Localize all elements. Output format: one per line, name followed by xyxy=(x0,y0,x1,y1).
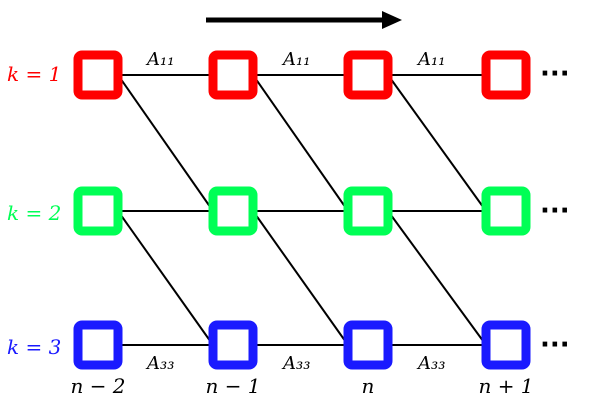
state-node-r3-c3 xyxy=(343,320,393,370)
state-node-r2-c2 xyxy=(208,186,258,236)
edge-next-r1-c3 xyxy=(387,74,487,212)
transition-label-bottom-3: A₃₃ xyxy=(416,353,445,374)
transition-label-bottom-2: A₃₃ xyxy=(281,353,310,374)
transition-label-bottom-1: A₃₃ xyxy=(145,353,174,374)
column-label-1: n − 2 xyxy=(70,374,125,398)
column-label-2: n − 1 xyxy=(205,374,260,398)
state-node-r1-c1 xyxy=(73,50,123,100)
transition-label-top-3: A₁₁ xyxy=(416,49,445,70)
time-direction-arrow xyxy=(206,11,402,29)
state-node-r2-c1 xyxy=(73,186,123,236)
edge-next-r1-c1 xyxy=(117,74,214,212)
state-node-r1-c2 xyxy=(208,50,258,100)
row-label-k2: k = 2 xyxy=(7,201,61,225)
ellipsis-row-3: ··· xyxy=(540,330,570,360)
ellipsis-row-1: ··· xyxy=(540,59,570,89)
state-node-r3-c4 xyxy=(481,320,531,370)
state-node-r2-c4 xyxy=(481,186,531,236)
row-label-k3: k = 3 xyxy=(7,335,61,359)
state-node-r3-c1 xyxy=(73,320,123,370)
transition-label-top-2: A₁₁ xyxy=(281,49,310,70)
column-label-4: n + 1 xyxy=(478,374,533,398)
edge-next-r2-c2 xyxy=(252,210,349,346)
row-label-k1: k = 1 xyxy=(7,62,61,86)
edge-next-r2-c1 xyxy=(117,210,214,346)
state-nodes xyxy=(73,50,531,370)
edge-next-r2-c3 xyxy=(387,210,487,346)
ellipsis-row-2: ··· xyxy=(540,196,570,226)
state-node-r1-c4 xyxy=(481,50,531,100)
state-node-r3-c2 xyxy=(208,320,258,370)
transition-edges xyxy=(117,74,487,346)
state-node-r1-c3 xyxy=(343,50,393,100)
transition-label-top-1: A₁₁ xyxy=(145,49,174,70)
column-label-3: n xyxy=(362,374,375,398)
state-node-r2-c3 xyxy=(343,186,393,236)
edge-next-r1-c2 xyxy=(252,74,349,212)
